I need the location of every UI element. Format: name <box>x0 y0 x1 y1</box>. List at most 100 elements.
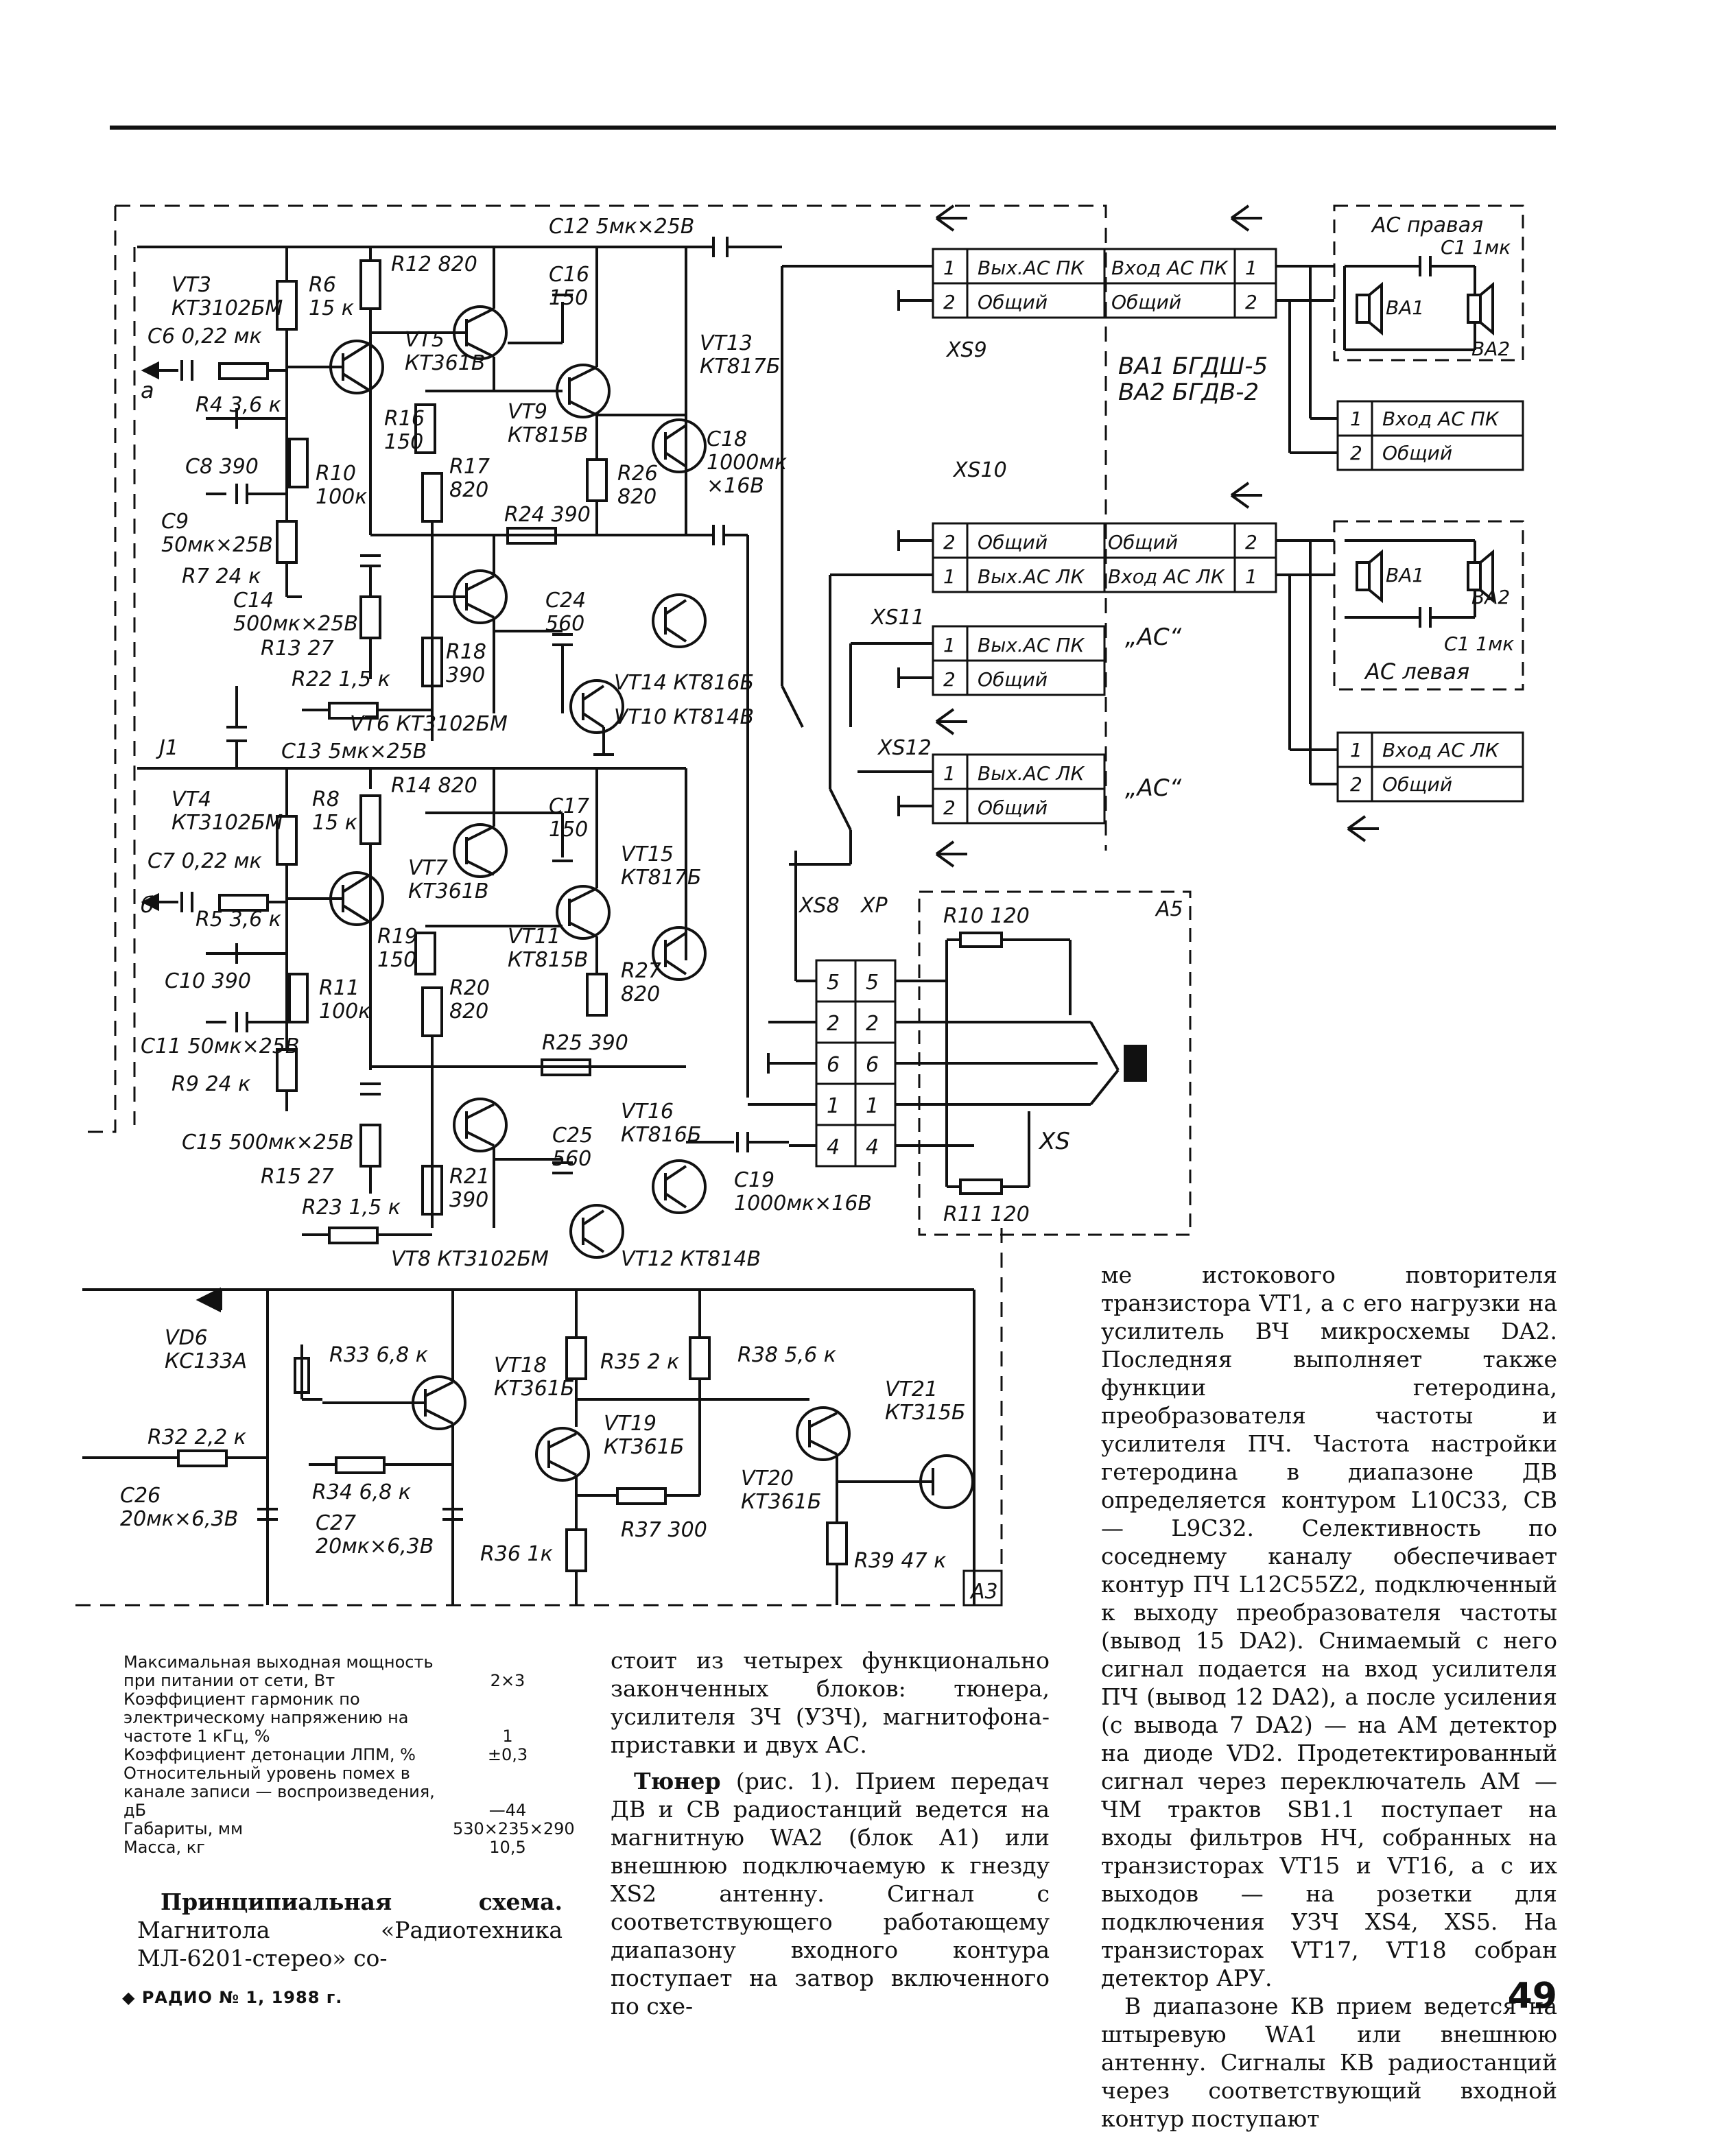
schematic-label: R11 <box>319 976 359 1000</box>
schematic-label: XS10 <box>952 458 1007 482</box>
text-column-3: ме истокового повторителя транзистора VT… <box>1101 1261 1557 2133</box>
schematic-label: R38 5,6 к <box>737 1343 836 1367</box>
schematic-label: 820 <box>449 478 488 502</box>
schematic-label: R21 <box>449 1165 490 1189</box>
connector-cell: 1 <box>943 257 956 279</box>
schematic-label: C10 390 <box>165 969 251 993</box>
spec-row: Максимальная выходная мощность при питан… <box>123 1653 563 1690</box>
pin-label: 1 <box>827 1094 840 1118</box>
pin-label: 6 <box>827 1053 840 1077</box>
schematic-label: R34 6,8 к <box>312 1480 411 1504</box>
spec-value: ±0,3 <box>487 1745 528 1764</box>
spec-label: Относительный уровень помех в канале зап… <box>123 1764 435 1820</box>
schematic-label: КТ361В <box>405 351 485 375</box>
paragraph: Магнитола «Радиотехника МЛ-6201-стерео» … <box>137 1917 563 1971</box>
connector-cell: Вых.АС ПК <box>978 257 1085 279</box>
section-heading: Тюнер <box>634 1768 721 1794</box>
schematic-label: C8 390 <box>185 455 259 479</box>
schematic-label: КС133А <box>165 1349 247 1373</box>
schematic-label: VT14 КТ816Б <box>614 671 754 695</box>
schematic-label: 150 <box>549 818 588 842</box>
text-column-1: Принципиальная схема. Магнитола «Радиоте… <box>137 1888 563 1972</box>
connector-cell: Вых.АС ЛК <box>978 762 1085 785</box>
schematic-label: ВА2 БГДВ-2 <box>1118 379 1259 406</box>
connector-cell: 1 <box>943 762 956 785</box>
pin-label: 4 <box>866 1135 879 1159</box>
schematic-label: 1000мк×16В <box>734 1192 872 1216</box>
spec-value: —44 <box>488 1801 527 1820</box>
schematic-label: C1 1мк <box>1444 632 1514 655</box>
schematic-label: VT10 КТ814В <box>614 705 754 729</box>
spec-value: 530×235×290 <box>453 1819 575 1838</box>
schematic-label: 820 <box>621 982 660 1006</box>
schematic-label: КТ817Б <box>621 866 701 890</box>
pin-label: 2 <box>866 1012 879 1036</box>
schematic-label: 15 к <box>312 811 357 835</box>
schematic-label: 150 <box>549 286 588 310</box>
connector-cell: 2 <box>943 291 956 313</box>
connector-cell: Общий <box>978 291 1048 313</box>
schematic-label: 150 <box>384 430 423 454</box>
schematic-label: R20 <box>449 976 490 1000</box>
schematic-label: R12 820 <box>391 252 477 276</box>
schematic-label: C17 <box>549 794 589 818</box>
schematic-label: BA2 <box>1471 337 1510 360</box>
spec-table: Максимальная выходная мощность при питан… <box>123 1653 575 1857</box>
schematic-label: XS12 <box>877 736 932 760</box>
schematic-label: 50мк×25В <box>161 533 273 557</box>
paragraph: (рис. 1). Прием передач ДВ и СВ радиоста… <box>611 1768 1050 2019</box>
paragraph: В диапазоне КВ прием ведется на штыревую… <box>1101 1993 1557 2132</box>
schematic-label: 100к <box>319 999 370 1023</box>
paragraph: стоит из четырех функционально законченн… <box>611 1647 1050 1758</box>
schematic-label: C12 5мк×25В <box>549 215 694 239</box>
connector-cell: Вход АС ЛК <box>1382 739 1500 761</box>
schematic-label: C27 <box>316 1511 356 1535</box>
connector-cell: 1 <box>1245 257 1257 279</box>
schematic-label: XP <box>860 894 888 918</box>
connector-cell: 1 <box>1350 739 1362 761</box>
schematic-label: R7 24 к <box>182 565 261 589</box>
schematic-label: КТ315Б <box>885 1401 965 1425</box>
schematic-label: 20мк×6,3В <box>316 1535 434 1559</box>
schematic-label: КТ3102БМ <box>172 296 283 320</box>
schematic-label: „АС“ <box>1125 624 1182 651</box>
schematic-label: R5 3,6 к <box>196 908 281 932</box>
connector-cell: Общий <box>1382 442 1452 464</box>
schematic-label: C9 <box>161 510 189 534</box>
schematic-label: VT4 <box>172 787 211 812</box>
schematic-label: C24 <box>545 589 586 613</box>
schematic-label: 100к <box>316 485 367 509</box>
schematic-label: R22 1,5 к <box>292 667 390 691</box>
schematic-label: 560 <box>552 1147 591 1171</box>
connector-cell: 2 <box>943 796 956 819</box>
schematic-label: VT8 КТ3102БМ <box>391 1247 549 1271</box>
schematic-label: VT5 <box>405 328 445 352</box>
magazine-footer: ◆ РАДИО № 1, 1988 г. <box>122 1988 343 2007</box>
schematic-label: R11 120 <box>943 1203 1030 1227</box>
schematic-label: J1 <box>156 736 178 760</box>
connector-cell: Общий <box>978 796 1048 819</box>
schematic-label: КТ816Б <box>621 1123 701 1147</box>
schematic-label: КТ361Б <box>741 1490 821 1514</box>
spec-label: Масса, кг <box>123 1838 205 1857</box>
schematic-label: VT12 КТ814В <box>621 1247 761 1271</box>
schematic-label: XS11 <box>870 606 925 630</box>
schematic-label: 390 <box>446 663 485 687</box>
connector-cell: 1 <box>1350 407 1362 430</box>
schematic-label: КТ361Б <box>604 1435 684 1459</box>
schematic-label: КТ3102БМ <box>172 811 283 835</box>
schematic-label: XS <box>1038 1128 1070 1155</box>
connector-cell: 2 <box>1245 291 1257 313</box>
schematic-label: 560 <box>545 612 584 636</box>
schematic-label: C11 50мк×25В <box>141 1034 299 1058</box>
connector-cell: Общий <box>978 668 1048 691</box>
schematic-label: R26 <box>617 462 658 486</box>
spec-label: Максимальная выходная мощность при питан… <box>123 1652 434 1690</box>
schematic-label: VT19 <box>604 1412 657 1436</box>
connector-cell: 1 <box>943 565 956 588</box>
schematic-label: R23 1,5 к <box>302 1196 401 1220</box>
schematic-label: R16 <box>384 407 425 431</box>
pin-label: 5 <box>827 971 840 995</box>
schematic-label: 1000мк <box>707 451 787 475</box>
